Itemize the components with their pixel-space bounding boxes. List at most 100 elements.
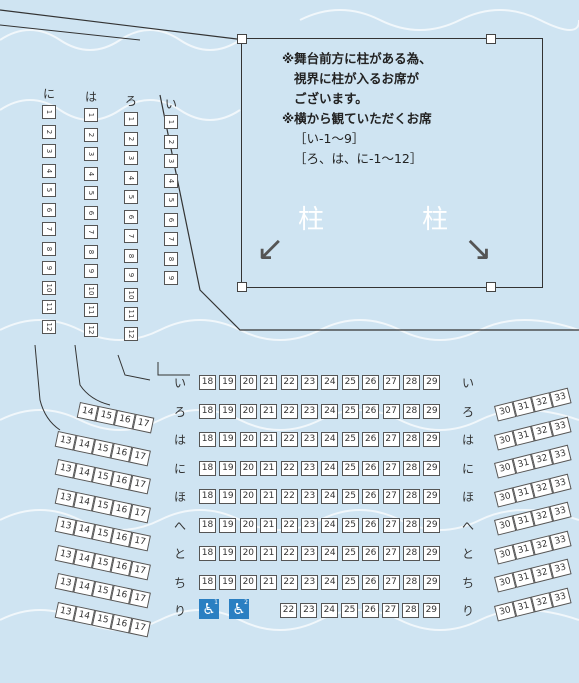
- seat[interactable]: 24: [320, 603, 338, 618]
- seat[interactable]: 19: [219, 546, 237, 561]
- seat[interactable]: 23: [301, 403, 318, 419]
- seat[interactable]: 19: [219, 574, 237, 590]
- seat[interactable]: 19: [219, 489, 237, 504]
- seat[interactable]: 9: [124, 268, 138, 282]
- seat[interactable]: 9: [42, 261, 56, 275]
- seat[interactable]: 8: [42, 241, 56, 256]
- seat[interactable]: 22: [280, 489, 298, 504]
- seat[interactable]: 20: [239, 489, 257, 504]
- seat[interactable]: 27: [382, 460, 400, 476]
- seat[interactable]: 24: [321, 375, 339, 390]
- seat[interactable]: 25: [341, 403, 359, 419]
- seat[interactable]: 23: [301, 489, 318, 504]
- seat[interactable]: 6: [84, 205, 98, 220]
- seat[interactable]: 19: [219, 517, 237, 533]
- seat[interactable]: 24: [321, 546, 339, 561]
- seat[interactable]: 20: [239, 546, 257, 561]
- seat[interactable]: 29: [422, 603, 440, 618]
- seat[interactable]: 21: [260, 403, 278, 419]
- seat[interactable]: 20: [239, 517, 257, 533]
- seat[interactable]: 26: [362, 517, 380, 533]
- seat[interactable]: 3: [84, 147, 98, 161]
- seat[interactable]: 9: [164, 271, 178, 285]
- seat[interactable]: 1: [124, 112, 138, 126]
- seat[interactable]: 7: [164, 232, 178, 246]
- seat[interactable]: 18: [199, 489, 216, 504]
- seat[interactable]: 8: [164, 251, 178, 266]
- seat[interactable]: 10: [124, 287, 138, 302]
- seat[interactable]: 6: [42, 202, 56, 217]
- seat[interactable]: 10: [84, 283, 98, 298]
- seat[interactable]: 20: [239, 432, 257, 447]
- seat[interactable]: 28: [403, 432, 420, 447]
- seat[interactable]: 22: [280, 603, 297, 618]
- seat[interactable]: 26: [362, 574, 380, 590]
- seat[interactable]: 8: [84, 244, 98, 259]
- seat[interactable]: 22: [280, 432, 298, 447]
- seat[interactable]: 5: [164, 193, 178, 207]
- seat[interactable]: 12: [124, 326, 138, 341]
- seat[interactable]: 21: [260, 546, 278, 561]
- seat[interactable]: 5: [84, 186, 98, 200]
- seat[interactable]: 27: [382, 546, 400, 561]
- seat[interactable]: 18: [199, 574, 216, 590]
- seat[interactable]: 19: [219, 432, 237, 447]
- seat[interactable]: 28: [403, 460, 420, 476]
- seat[interactable]: 22: [280, 460, 298, 476]
- seat[interactable]: 11: [42, 300, 56, 314]
- seat[interactable]: 29: [423, 546, 441, 561]
- seat[interactable]: 24: [321, 489, 339, 504]
- seat[interactable]: 27: [382, 375, 400, 390]
- seat[interactable]: 28: [403, 574, 420, 590]
- seat[interactable]: 9: [84, 264, 98, 278]
- seat[interactable]: 19: [219, 375, 237, 390]
- seat[interactable]: 21: [260, 375, 278, 390]
- seat[interactable]: 29: [423, 574, 441, 590]
- seat[interactable]: 22: [280, 403, 298, 419]
- seat[interactable]: 7: [84, 225, 98, 239]
- seat[interactable]: 11: [124, 307, 138, 321]
- seat[interactable]: 27: [382, 489, 400, 504]
- seat[interactable]: 17: [129, 617, 151, 637]
- seat[interactable]: 18: [199, 517, 216, 533]
- seat[interactable]: 4: [42, 163, 56, 178]
- seat[interactable]: 19: [219, 403, 237, 419]
- seat[interactable]: 21: [260, 460, 278, 476]
- seat[interactable]: 17: [129, 560, 151, 580]
- seat[interactable]: 23: [301, 546, 318, 561]
- seat[interactable]: 29: [423, 375, 441, 390]
- seat[interactable]: 29: [423, 489, 441, 504]
- seat[interactable]: 18: [199, 432, 216, 447]
- seat[interactable]: 23: [301, 574, 318, 590]
- seat[interactable]: 4: [84, 166, 98, 181]
- seat[interactable]: 26: [362, 460, 380, 476]
- seat[interactable]: 25: [341, 432, 359, 447]
- seat[interactable]: 25: [341, 517, 359, 533]
- seat[interactable]: 24: [321, 432, 339, 447]
- seat[interactable]: 7: [124, 229, 138, 243]
- seat[interactable]: 26: [362, 546, 380, 561]
- seat[interactable]: 28: [403, 375, 420, 390]
- seat[interactable]: 5: [124, 190, 138, 204]
- seat[interactable]: 17: [129, 446, 151, 466]
- seat[interactable]: 6: [124, 209, 138, 224]
- seat[interactable]: 1: [42, 105, 56, 119]
- seat[interactable]: 3: [164, 154, 178, 168]
- seat[interactable]: 2: [42, 124, 56, 139]
- wheelchair-seat[interactable]: ♿1: [199, 599, 219, 619]
- seat[interactable]: 4: [124, 170, 138, 185]
- seat[interactable]: 18: [199, 375, 216, 390]
- seat[interactable]: 23: [301, 432, 318, 447]
- seat[interactable]: 19: [219, 460, 237, 476]
- seat[interactable]: 21: [260, 489, 278, 504]
- seat[interactable]: 21: [260, 432, 278, 447]
- seat[interactable]: 3: [124, 151, 138, 165]
- seat[interactable]: 23: [301, 517, 318, 533]
- seat[interactable]: 22: [280, 546, 298, 561]
- seat[interactable]: 29: [423, 432, 441, 447]
- seat[interactable]: 18: [199, 546, 216, 561]
- seat[interactable]: 20: [239, 574, 257, 590]
- seat[interactable]: 25: [341, 574, 359, 590]
- seat[interactable]: 29: [423, 403, 441, 419]
- seat[interactable]: 20: [239, 375, 257, 390]
